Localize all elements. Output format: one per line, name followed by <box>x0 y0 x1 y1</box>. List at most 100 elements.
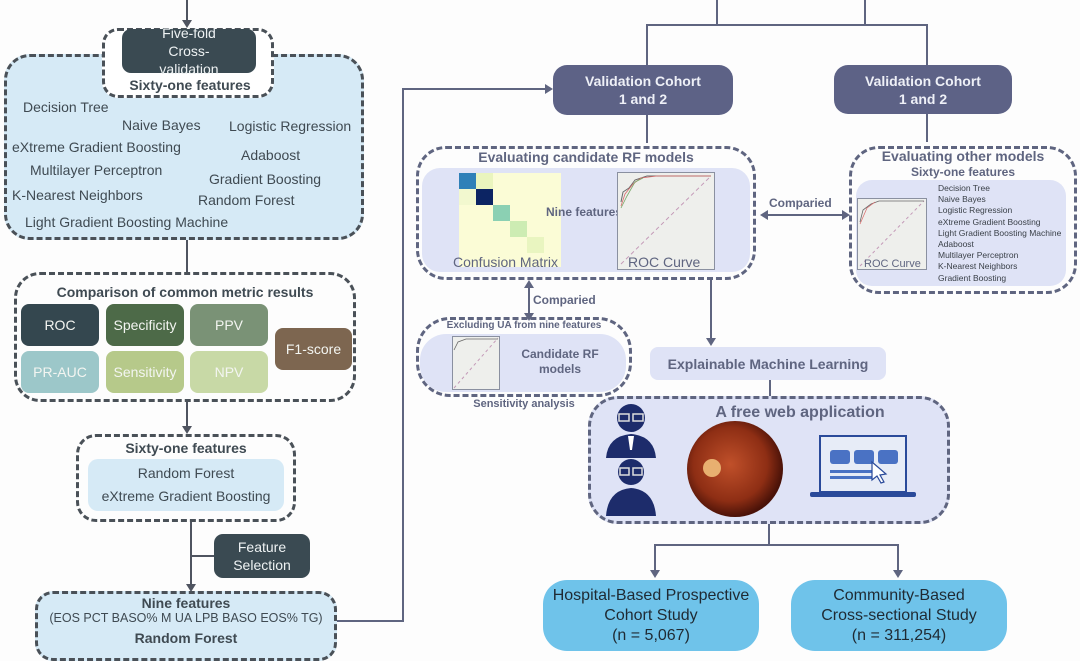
model-item: Light Gradient Boosting Machine <box>938 227 1062 238</box>
roc-curve-label: ROC Curve <box>864 258 921 270</box>
compared-label: Comparied <box>533 293 596 307</box>
connector <box>337 620 404 622</box>
model-item: Multilayer Perceptron <box>30 162 163 178</box>
final-model-panel <box>35 591 337 661</box>
connector <box>186 402 188 432</box>
connector <box>716 0 718 26</box>
roc-curve-label: ROC Curve <box>628 254 701 270</box>
connector <box>654 544 656 570</box>
arrow-icon <box>545 84 553 94</box>
final-features: (EOS PCT BASO% M UA LPB BASO EOS% TG) <box>49 611 323 625</box>
metrics-panel <box>14 272 356 402</box>
compared-label: Comparied <box>769 196 832 210</box>
final-title: Nine features <box>141 595 231 611</box>
fundus-image <box>687 421 783 517</box>
model-item: eXtreme Gradient Boosting <box>938 216 1041 227</box>
validation-cohort-right: Validation Cohort 1 and 2 <box>834 65 1012 114</box>
connector <box>926 114 928 142</box>
metric-npv: NPV <box>190 351 268 393</box>
metric-specificity: Specificity <box>106 304 184 346</box>
model-item: Adaboost <box>241 147 301 163</box>
shortlist-panel <box>76 434 296 522</box>
model-item: Decision Tree <box>938 183 990 193</box>
other-model-list: Decision Tree Naive Bayes Logistic Regre… <box>938 183 1061 284</box>
shortlist-models <box>88 459 284 511</box>
sensitivity-caption: Sensitivity analysis <box>473 398 575 410</box>
model-item: Random Forest <box>198 192 295 208</box>
arrow-icon <box>182 426 192 434</box>
model-item: Logistic Regression <box>229 118 352 134</box>
metric-roc: ROC <box>21 304 99 346</box>
metric-sensitivity: Sensitivity <box>106 351 184 393</box>
model-item: Naive Bayes <box>938 194 986 205</box>
confusion-matrix-label: Confusion Matrix <box>453 254 559 270</box>
final-model: Random Forest <box>134 630 238 646</box>
connector <box>768 214 842 216</box>
arrow-icon <box>182 20 192 28</box>
model-item: eXtreme Gradient Boosting <box>12 139 181 155</box>
web-app-laptop-icon <box>810 435 916 497</box>
hospital-study-box: Hospital-Based Prospective Cohort Study … <box>543 580 759 651</box>
connector <box>654 544 898 546</box>
feature-selection-box: Feature Selection <box>214 534 310 578</box>
roc-curve-chart <box>617 172 715 270</box>
arrow-icon <box>706 338 716 346</box>
model-item: Adaboost <box>938 239 974 250</box>
arrow-icon <box>893 570 903 578</box>
connector <box>646 115 648 143</box>
web-app-title: A free web application <box>715 404 885 421</box>
arrow-icon <box>842 210 850 220</box>
arrow-icon <box>186 584 196 592</box>
model-item: Multilayer Perceptron <box>938 250 1019 261</box>
candidate-title: Evaluating candidate RF models <box>478 149 694 165</box>
candidate-panel <box>416 146 756 280</box>
arrow-icon <box>650 570 660 578</box>
model-item: Random Forest <box>137 465 235 481</box>
shortlist-title: Sixty-one features <box>125 440 247 456</box>
model-item: Logistic Regression <box>938 205 1013 216</box>
model-item: Naive Bayes <box>122 117 201 133</box>
model-item: Decision Tree <box>23 99 109 115</box>
connector <box>646 24 648 66</box>
connector <box>897 544 899 570</box>
sensitivity-title: Excluding UA from nine features <box>446 320 602 331</box>
other-title: Evaluating other models <box>881 148 1045 164</box>
users-icon <box>606 404 656 516</box>
connector <box>190 522 192 586</box>
connector <box>186 240 188 272</box>
connector <box>769 380 771 398</box>
roc-curve-chart <box>857 198 927 270</box>
metric-pr-auc: PR-AUC <box>21 351 99 393</box>
explainable-ml-box: Explainable Machine Learning <box>650 347 886 380</box>
other-models-panel <box>849 146 1077 294</box>
arrow-icon <box>524 280 534 288</box>
model-item: Gradient Boosting <box>938 272 1007 283</box>
connector <box>186 0 188 22</box>
sensitivity-label: Candidate RF models <box>521 347 599 376</box>
nine-features-label: Nine features <box>546 205 623 219</box>
sensitivity-panel <box>416 317 632 397</box>
validation-cohort-left: Validation Cohort 1 and 2 <box>553 65 733 115</box>
model-item: Light Gradient Boosting Machine <box>25 214 229 230</box>
roc-curve-chart <box>452 336 500 390</box>
connector <box>402 88 546 90</box>
connector <box>926 24 928 66</box>
metric-f1-score: F1-score <box>275 328 352 370</box>
connector <box>864 0 866 26</box>
connector <box>646 24 928 26</box>
metric-ppv: PPV <box>190 304 268 346</box>
community-study-box: Community-Based Cross-sectional Study (n… <box>791 580 1007 651</box>
connector <box>192 555 214 557</box>
model-item: K-Nearest Neighbors <box>938 261 1018 272</box>
metrics-title: Comparison of common metric results <box>56 284 314 300</box>
connector <box>768 524 770 544</box>
cv-subtitle: Sixty-one features <box>129 77 251 93</box>
model-item: Gradient Boosting <box>209 171 322 187</box>
cv-label: Five-fold Cross-validation <box>122 25 256 77</box>
connector <box>528 286 530 316</box>
model-item: eXtreme Gradient Boosting <box>101 488 271 504</box>
connector <box>710 280 712 342</box>
confusion-matrix-chart <box>459 173 561 267</box>
other-subtitle: Sixty-one features <box>910 165 1016 179</box>
arrow-icon <box>760 210 768 220</box>
